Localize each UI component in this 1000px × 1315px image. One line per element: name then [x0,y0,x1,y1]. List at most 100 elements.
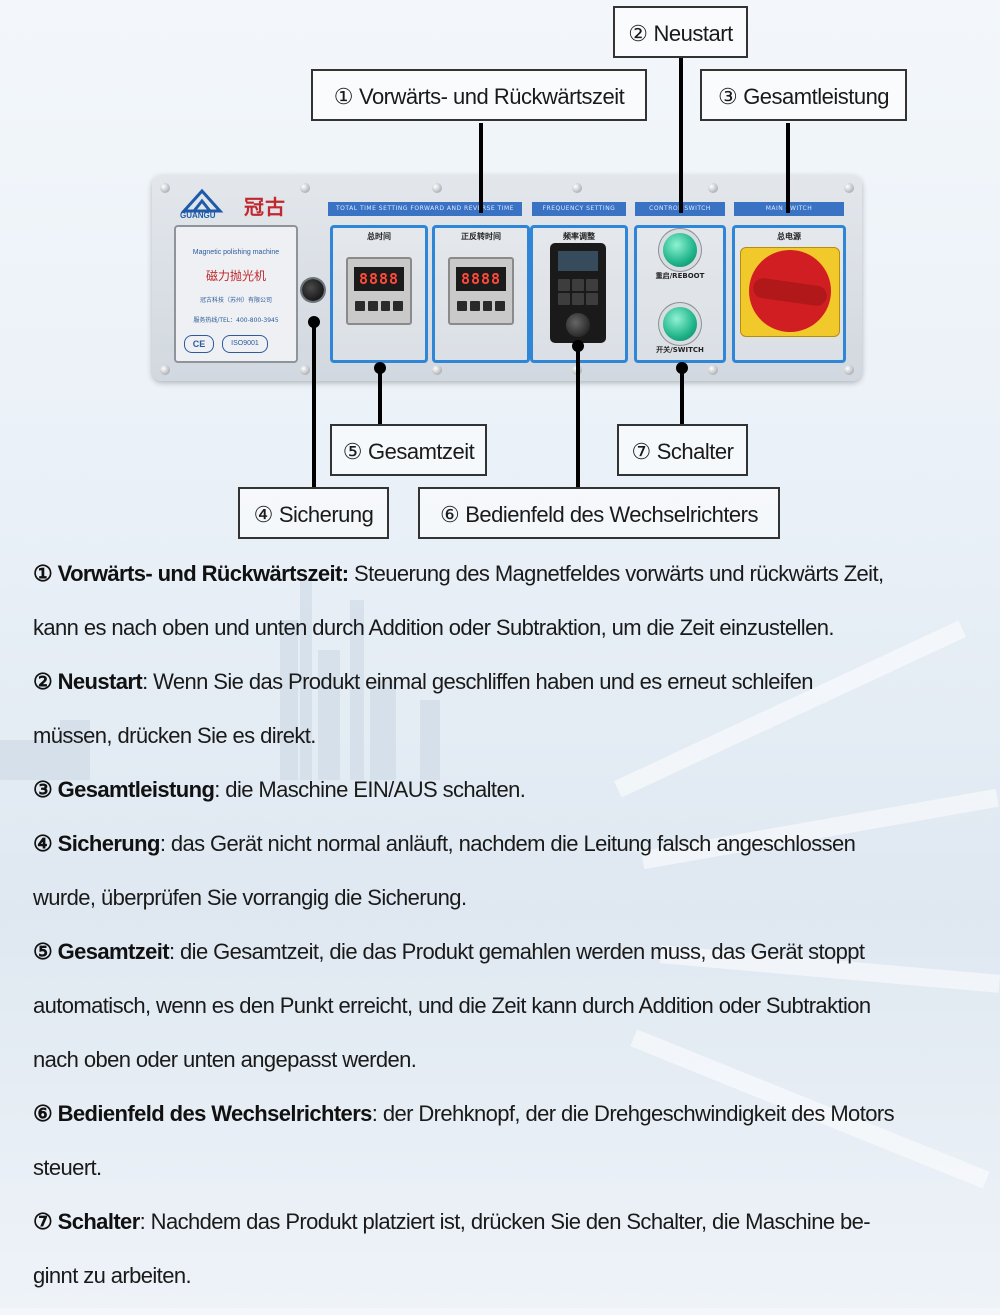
description-term: ⑥ Bedienfeld des Wechselrichters [33,1101,372,1126]
timer-display: 8888 [354,267,404,291]
fwd-rev-time-timer[interactable]: 8888 [448,257,514,325]
screw [160,365,170,375]
description-list: ① Vorwärts- und Rückwärtszeit: Steuerung… [33,559,983,1315]
strip-frequency: FREQUENCY SETTING [532,202,626,216]
description-text: müssen, drücken Sie es direkt. [33,723,316,748]
description-term: ① Vorwärts- und Rückwärtszeit: [33,561,349,586]
callout-number: ② [628,21,648,46]
timer-keys[interactable] [355,301,403,311]
connector-dot-4 [308,316,320,328]
callout-text: Bedienfeld des Wechselrichters [465,502,758,527]
description-line: nach oben oder unten angepasst werden. [33,1045,983,1099]
callout-text: Gesamtleistung [743,84,890,109]
description-line: ① Vorwärts- und Rückwärtszeit: Steuerung… [33,559,983,613]
description-text: : der Drehknopf, der die Drehgeschwindig… [371,1101,895,1126]
reboot-label: 重启/REBOOT [655,272,705,280]
description-line: wurde, überprüfen Sie vorrangig die Sich… [33,883,983,937]
plate-company: 冠古科技（苏州）有限公司 [199,297,272,304]
inverter-keypad[interactable] [558,279,598,305]
description-line: ③ Gesamtleistung: die Maschine EIN/AUS s… [33,775,983,829]
description-term: ② Neustart [33,669,143,694]
screw [708,365,718,375]
description-text: kann es nach oben und unten durch Additi… [33,615,834,640]
connector-line-7 [680,368,684,424]
main-power-label: 总电源 [777,232,801,241]
connector-line-5 [378,368,382,424]
callout-number: ④ [253,502,274,527]
screw [432,183,442,193]
reboot-button[interactable] [663,233,697,267]
description-term: ⑦ Schalter [33,1209,140,1234]
plate-title-en: Magnetic polishing machine [192,249,280,256]
switch-button[interactable] [663,307,697,341]
switch-label: 开关/SWITCH [656,346,704,354]
strip-time-setting: TOTAL TIME SETTING FORWARD AND REVERSE T… [328,202,522,216]
screw [572,183,582,193]
description-line: ② Neustart: Wenn Sie das Produkt einmal … [33,667,983,721]
ce-mark: CE [184,335,214,353]
main-power-switch[interactable] [740,247,840,337]
connector-dot-7 [676,362,688,374]
description-term: ⑤ Gesamtzeit [33,939,170,964]
connector-line-6 [576,345,580,489]
callout-number: ⑥ [440,502,460,527]
machine-nameplate: Magnetic polishing machine 磁力抛光机 冠古科技（苏州… [174,225,298,363]
description-text: Steuerung des Magnetfeldes vorwärts und … [348,561,884,586]
screw [432,365,442,375]
total-time-timer[interactable]: 8888 [346,257,412,325]
iso-mark: ISO9001 [222,335,268,353]
description-text: ginnt zu arbeiten. [33,1263,192,1288]
callout-text: Neustart [653,21,734,46]
brand-name-en: GUANGU [180,211,216,220]
callout-number: ⑤ [342,439,363,464]
connector-line-4 [312,322,316,489]
frequency-label: 频率调整 [563,232,595,241]
callout-number: ⑦ [631,439,652,464]
inverter-panel[interactable] [550,243,606,343]
description-text: wurde, überprüfen Sie vorrangig die Sich… [33,885,467,910]
screw [844,365,854,375]
callout-text: Vorwärts- und Rückwärtszeit [358,84,625,109]
description-text: : die Gesamtzeit, die das Produkt gemahl… [169,939,865,964]
description-term: ④ Sicherung [33,831,160,856]
screw [300,183,310,193]
description-line: ⑤ Gesamtzeit: die Gesamtzeit, die das Pr… [33,937,983,991]
callout-text: Gesamtzeit [367,439,475,464]
callout-number: ③ [717,84,738,109]
speed-knob[interactable] [566,313,590,337]
description-line: ginnt zu arbeiten. [33,1261,983,1315]
inverter-screen [558,251,598,271]
description-text: : Wenn Sie das Produkt einmal geschliffe… [142,669,813,694]
description-text: steuert. [33,1155,102,1180]
description-line: ⑦ Schalter: Nachdem das Produkt platzier… [33,1207,983,1261]
connector-dot-5 [374,362,386,374]
description-text: : Nachdem das Produkt platziert ist, drü… [139,1209,871,1234]
description-line: automatisch, wenn es den Punkt erreicht,… [33,991,983,1045]
description-line: müssen, drücken Sie es direkt. [33,721,983,775]
fuse-holder[interactable] [302,279,324,301]
description-text: nach oben oder unten angepasst werden. [33,1047,417,1072]
callout-number: ① [333,84,354,109]
callout-text: Sicherung [278,502,374,527]
connector-line-2 [679,58,683,213]
plate-title-cn: 磁力抛光机 [205,269,266,283]
timer-keys[interactable] [457,301,505,311]
description-line: kann es nach oben und unten durch Additi… [33,613,983,667]
brand-name-cn: 冠古 [244,195,286,219]
total-time-label: 总时间 [367,232,391,241]
description-text: automatisch, wenn es den Punkt erreicht,… [33,993,871,1018]
description-line: ④ Sicherung: das Gerät nicht normal anlä… [33,829,983,883]
screw [300,365,310,375]
callout-text: Schalter [656,439,734,464]
connector-dot-6 [572,340,584,352]
description-term: ③ Gesamtleistung [33,777,215,802]
brand-logo [180,188,224,213]
description-text: : das Gerät nicht normal anläuft, nachde… [159,831,856,856]
screw [160,183,170,193]
